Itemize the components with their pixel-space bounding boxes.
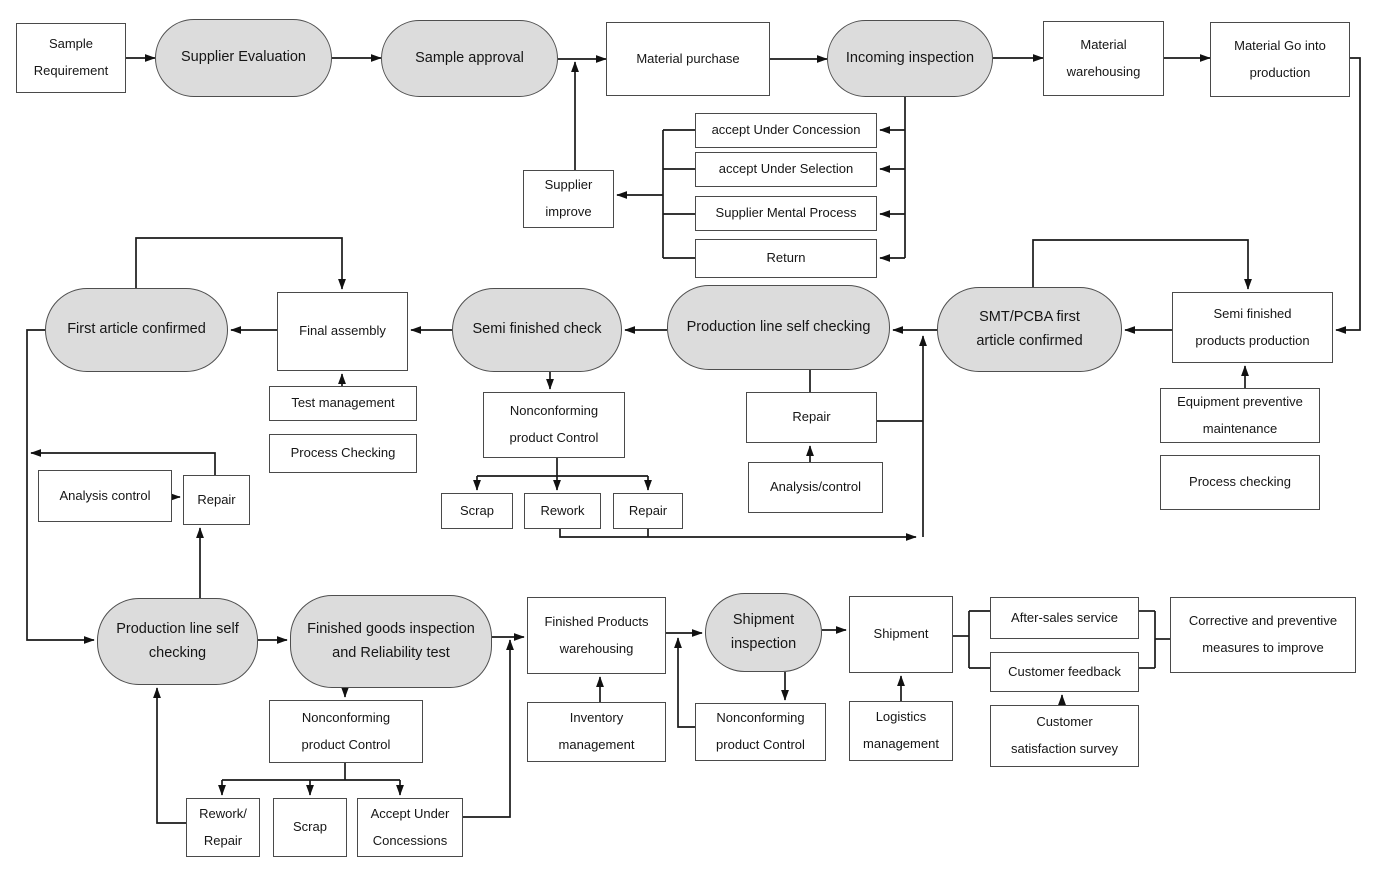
corrective-preventive-measures: Corrective and preventive measures to im… bbox=[1170, 597, 1356, 673]
process-checking-2: Process checking bbox=[1160, 455, 1320, 510]
test-management: Test management bbox=[269, 386, 417, 421]
first-article-confirmed: First article confirmed bbox=[45, 288, 228, 372]
supplier-mental-process: Supplier Mental Process bbox=[695, 196, 877, 231]
return: Return bbox=[695, 239, 877, 278]
semi-finished-check: Semi finished check bbox=[452, 288, 622, 372]
supplier-evaluation: Supplier Evaluation bbox=[155, 19, 332, 97]
loop-fac-to-final-assembly bbox=[135, 237, 346, 290]
analysis-control-1: Analysis/control bbox=[748, 462, 883, 513]
shipment-inspection: Shipment inspection bbox=[705, 593, 822, 672]
nonconforming-product-control-3: Nonconforming product Control bbox=[269, 700, 423, 763]
loop-smt-to-sfpp bbox=[1032, 239, 1252, 290]
accept-under-selection: accept Under Selection bbox=[695, 152, 877, 187]
material-purchase: Material purchase bbox=[606, 22, 770, 96]
loop-auc-to-fpw-arrow bbox=[463, 639, 514, 818]
final-assembly: Final assembly bbox=[277, 292, 408, 371]
process-checking-1: Process Checking bbox=[269, 434, 417, 473]
loop-npc2-up bbox=[674, 637, 695, 728]
semi-finished-products-production: Semi finished products production bbox=[1172, 292, 1333, 363]
accept-under-concessions: Accept Under Concessions bbox=[357, 798, 463, 857]
repair-2: Repair bbox=[746, 392, 877, 443]
sample-requirement: Sample Requirement bbox=[16, 23, 126, 93]
rework-repair: Rework/ Repair bbox=[186, 798, 260, 857]
production-line-self-checking-1: Production line self checking bbox=[667, 285, 890, 370]
analysis-control-2: Analysis control bbox=[38, 470, 172, 522]
rework-repair-bottom-loop bbox=[559, 529, 917, 541]
loop-repair3-to-left-line bbox=[30, 449, 216, 475]
material-warehousing: Material warehousing bbox=[1043, 21, 1164, 96]
smt-pcba-first-article-confirmed: SMT/PCBA first article confirmed bbox=[937, 287, 1122, 372]
customer-feedback: Customer feedback bbox=[990, 652, 1139, 692]
logistics-management: Logistics management bbox=[849, 701, 953, 761]
shipment: Shipment bbox=[849, 596, 953, 673]
repair-1: Repair bbox=[613, 493, 683, 529]
supplier-improve: Supplier improve bbox=[523, 170, 614, 228]
sample-approval: Sample approval bbox=[381, 20, 558, 97]
nonconforming-product-control-2: Nonconforming product Control bbox=[695, 703, 826, 761]
finished-products-warehousing: Finished Products warehousing bbox=[527, 597, 666, 674]
inventory-management: Inventory management bbox=[527, 702, 666, 762]
customer-satisfaction-survey: Customer satisfaction survey bbox=[990, 705, 1139, 767]
equipment-preventive-maintenance: Equipment preventive maintenance bbox=[1160, 388, 1320, 443]
incoming-inspection: Incoming inspection bbox=[827, 20, 993, 97]
production-line-self-checking-2: Production line self checking bbox=[97, 598, 258, 685]
loop-fac-to-plsc2 bbox=[26, 329, 95, 644]
rework-1: Rework bbox=[524, 493, 601, 529]
loop-production-to-semi-finished-production bbox=[1335, 57, 1361, 334]
nonconforming-product-control-1: Nonconforming product Control bbox=[483, 392, 625, 458]
accept-under-concession: accept Under Concession bbox=[695, 113, 877, 148]
repair-3: Repair bbox=[183, 475, 250, 525]
after-sales-service: After-sales service bbox=[990, 597, 1139, 639]
loop-rework-repair-to-plsc2 bbox=[153, 687, 186, 824]
material-go-into-production: Material Go into production bbox=[1210, 22, 1350, 97]
finished-goods-inspection: Finished goods inspection and Reliabilit… bbox=[290, 595, 492, 688]
scrap-2: Scrap bbox=[273, 798, 347, 857]
scrap-1: Scrap bbox=[441, 493, 513, 529]
